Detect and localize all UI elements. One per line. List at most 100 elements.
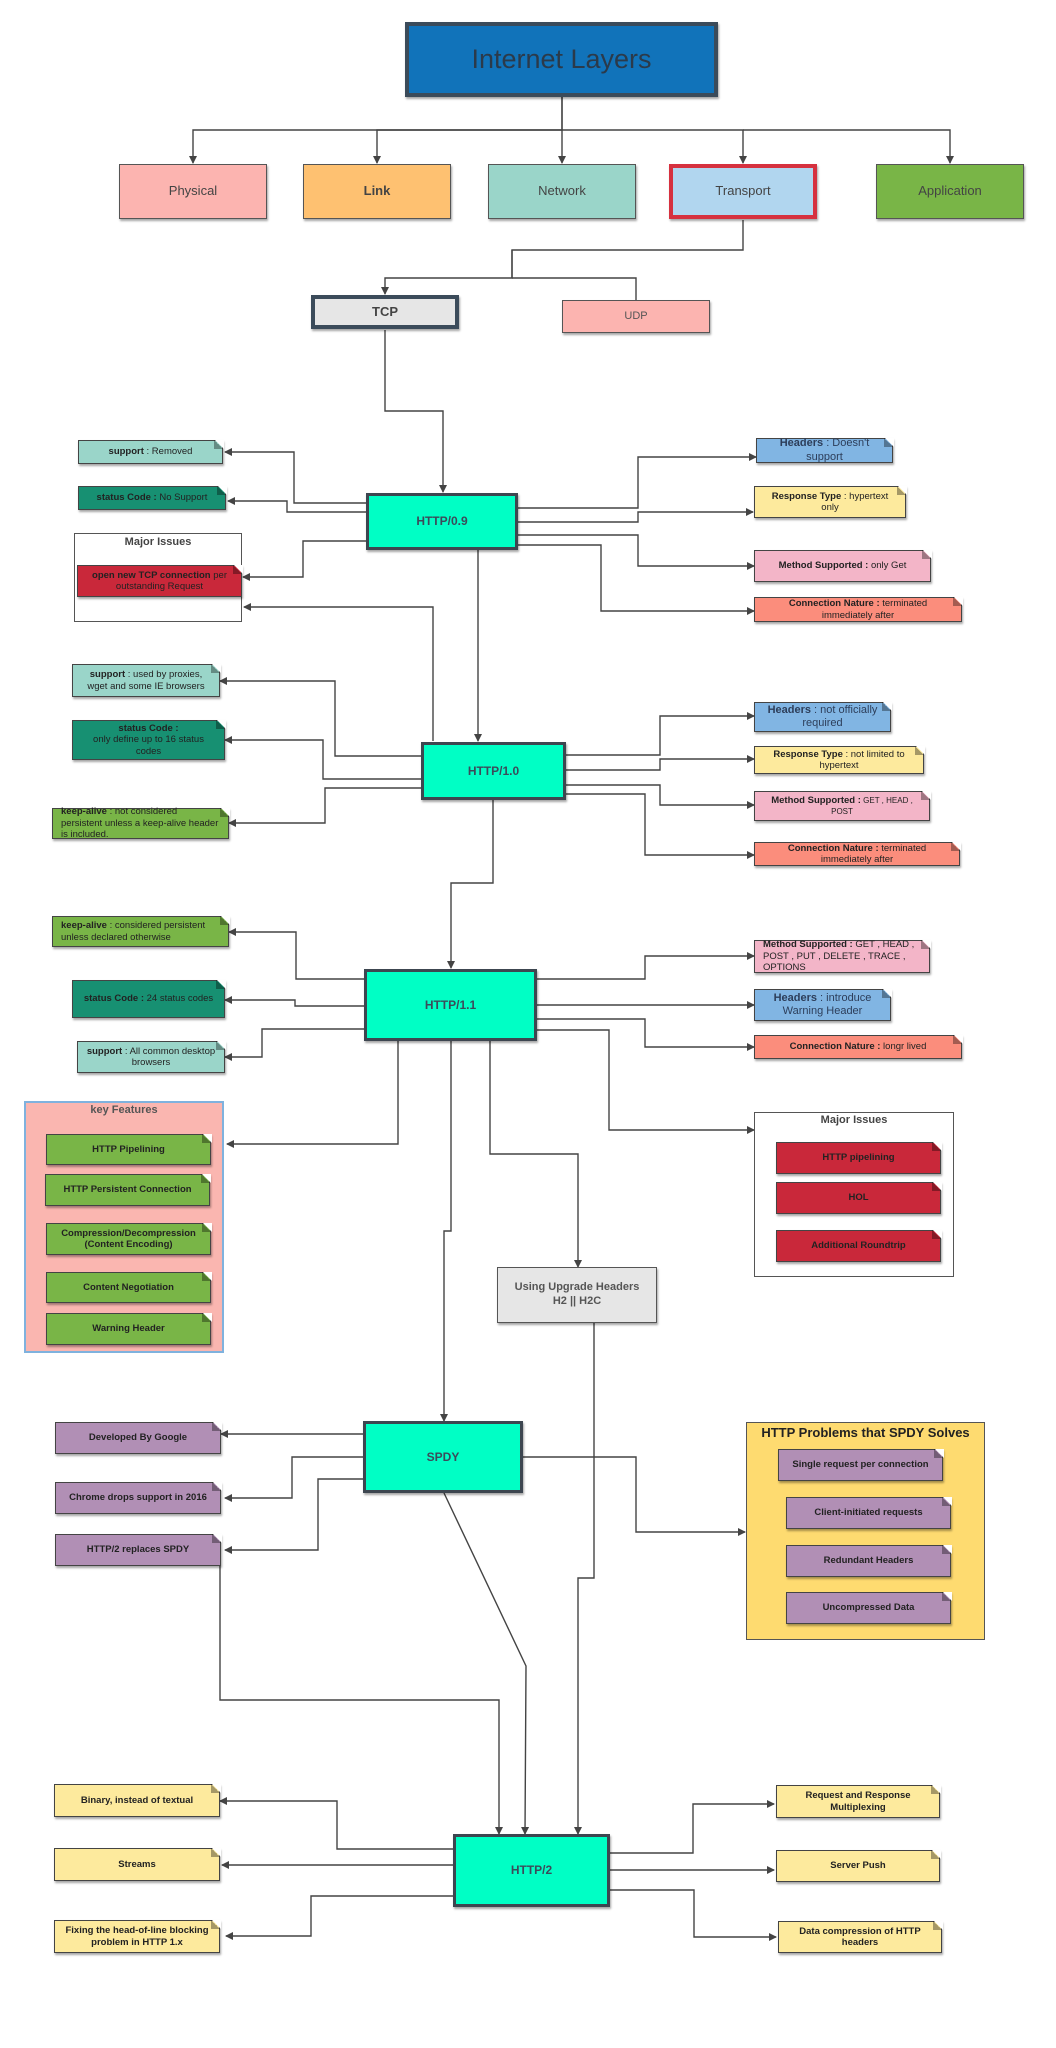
http09-support-note: support : Removed: [78, 439, 224, 464]
edge-h09-method: [518, 534, 755, 570]
edge-h11-support: [224, 1028, 364, 1061]
http11-method-note: Method Supported : GET , HEAD , POST , P…: [754, 939, 931, 973]
http09-response-value: : hypertext only: [821, 490, 889, 513]
feature-warning-header-label: Warning Header: [92, 1323, 165, 1335]
upgrade-headers-box: Using Upgrade Headers H2 || H2C: [497, 1267, 657, 1323]
http11-support-note: support : All common desktop browsers: [77, 1040, 226, 1073]
edge-spdy-replaces: [224, 1478, 363, 1554]
issue-hol-label: HOL: [848, 1192, 869, 1204]
edge-h09-headers: [518, 453, 757, 509]
edge-tcp-http09: [384, 330, 447, 493]
layer-application: Application: [876, 164, 1024, 219]
http10-headers-note: Headers : not officially required: [754, 701, 892, 732]
http10-keepalive-value: : not considered persistent unless a kee…: [61, 806, 219, 841]
upgrade-headers-line1: Using Upgrade Headers: [514, 1281, 640, 1294]
http11-conn-value: longr lived: [880, 1041, 927, 1053]
edge-h10-h11: [447, 800, 494, 969]
edge-h09-response: [518, 508, 754, 523]
http09-box: HTTP/0.9: [366, 493, 518, 550]
edge-h11-conn: [537, 1018, 755, 1051]
edge-h11-status: [224, 996, 364, 1007]
http09-issue-note: open new TCP connection per outstanding …: [77, 564, 243, 597]
layer-link: Link: [303, 164, 451, 219]
tcp-label: TCP: [372, 303, 398, 319]
http11-keepalive-note: keep-alive : considered persistent unles…: [52, 915, 230, 947]
http09-method-note: Method Supported : only Get: [754, 549, 932, 582]
layer-link-label: Link: [363, 183, 391, 199]
spdy-note-replaces: HTTP/2 replaces SPDY: [55, 1533, 222, 1566]
http10-support-key: support: [89, 669, 126, 681]
spdy-box: SPDY: [363, 1421, 523, 1493]
feature-warning-header: Warning Header: [46, 1312, 212, 1345]
http10-response-value: : not limited to hypertext: [819, 748, 905, 771]
http09-conn-value: terminated immediately after: [821, 598, 928, 621]
http11-status-value: 24 status codes: [144, 993, 214, 1005]
http2-server-push-label: Server Push: [830, 1860, 886, 1872]
layer-application-label: Application: [918, 183, 982, 199]
internet-layers-title: Internet Layers: [405, 22, 718, 97]
http10-support-note: support : used by proxies, wget and some…: [72, 663, 221, 697]
problem-client-initiated: Client-initiated requests: [786, 1496, 952, 1529]
http2-header-compression-label: Data compression of HTTP headers: [799, 1925, 921, 1948]
edge-transport-tcp: [381, 220, 744, 295]
http09-conn-key: Connection Nature :: [788, 598, 880, 610]
http09-conn-note: Connection Nature : terminated immediate…: [754, 596, 963, 622]
http09-headers-note: Headers : Doesn't support: [756, 437, 894, 463]
http10-headers-key: Headers: [767, 703, 811, 716]
problem-uncompressed-data-label: Uncompressed Data: [822, 1602, 915, 1614]
http09-status-key: status Code :: [96, 492, 157, 504]
feature-pipelining-label: HTTP Pipelining: [92, 1143, 165, 1155]
http10-label: HTTP/1.0: [467, 763, 520, 778]
feature-negotiation: Content Negotiation: [46, 1271, 212, 1303]
layer-transport-label: Transport: [715, 183, 771, 199]
spdy-note-google: Developed By Google: [55, 1421, 222, 1454]
edge-h10-support: [219, 677, 421, 757]
http09-label: HTTP/0.9: [416, 514, 468, 528]
http09-method-value: only Get: [868, 560, 907, 572]
spdy-note-chrome-label: Chrome drops support in 2016: [69, 1492, 207, 1504]
http10-keepalive-note: keep-alive : not considered persistent u…: [52, 806, 230, 841]
feature-persistent-label: HTTP Persistent Connection: [63, 1184, 192, 1196]
http11-status-key: status Code :: [83, 993, 144, 1005]
http2-streams-label: Streams: [118, 1858, 156, 1870]
edge-title-transport: [562, 129, 747, 164]
edge-transport-udp2: [512, 277, 637, 300]
spdy-note-chrome: Chrome drops support in 2016: [55, 1481, 222, 1514]
edge-h11-method: [537, 952, 755, 980]
issue-http-pipelining-label: HTTP pipelining: [822, 1152, 895, 1164]
feature-pipelining: HTTP Pipelining: [46, 1133, 212, 1165]
http2-hol-fix-note: Fixing the head-of-line blocking problem…: [54, 1919, 221, 1953]
http10-keepalive-key: keep-alive: [61, 806, 107, 818]
http09-issue-key: open new TCP connection: [92, 569, 211, 581]
http10-conn-note: Connection Nature : terminated immediate…: [754, 841, 961, 866]
edge-h09-support: [224, 448, 366, 504]
edge-h11-spdy: [440, 1041, 452, 1422]
edge-h2-binary: [219, 1797, 453, 1850]
http11-issues-title: Major Issues: [820, 1114, 888, 1126]
http10-status-note: status Code : only define up to 16 statu…: [72, 719, 226, 760]
problem-uncompressed-data: Uncompressed Data: [786, 1591, 952, 1624]
problem-client-initiated-label: Client-initiated requests: [814, 1507, 923, 1519]
edge-title-application: [743, 129, 954, 164]
edge-spdy-chrome: [224, 1456, 363, 1502]
http09-status-note: status Code : No Support: [78, 485, 227, 510]
http2-server-push-note: Server Push: [776, 1849, 941, 1882]
layer-network-label: Network: [538, 183, 586, 199]
internet-layers-title-text: Internet Layers: [471, 43, 652, 74]
http09-response-note: Response Type : hypertext only: [754, 485, 907, 518]
layer-network: Network: [488, 164, 636, 219]
http10-method-value: GET , HEAD , POST: [831, 795, 913, 816]
edge-h11-upgrade: [489, 1041, 582, 1268]
http11-status-note: status Code : 24 status codes: [72, 979, 226, 1018]
http10-response-key: Response Type: [773, 748, 843, 760]
http2-multiplexing-label: Request and Response Multiplexing: [805, 1790, 911, 1813]
problem-redundant-headers-label: Redundant Headers: [823, 1555, 914, 1567]
problem-single-request: Single request per connection: [778, 1448, 944, 1481]
edge-replaces-h2: [219, 1560, 503, 1835]
http09-status-value: No Support: [156, 492, 208, 504]
edge-h11-features: [226, 1041, 399, 1148]
http11-keepalive-key: keep-alive: [61, 920, 107, 932]
http2-label: HTTP/2: [510, 1863, 553, 1877]
feature-persistent: HTTP Persistent Connection: [45, 1173, 211, 1206]
